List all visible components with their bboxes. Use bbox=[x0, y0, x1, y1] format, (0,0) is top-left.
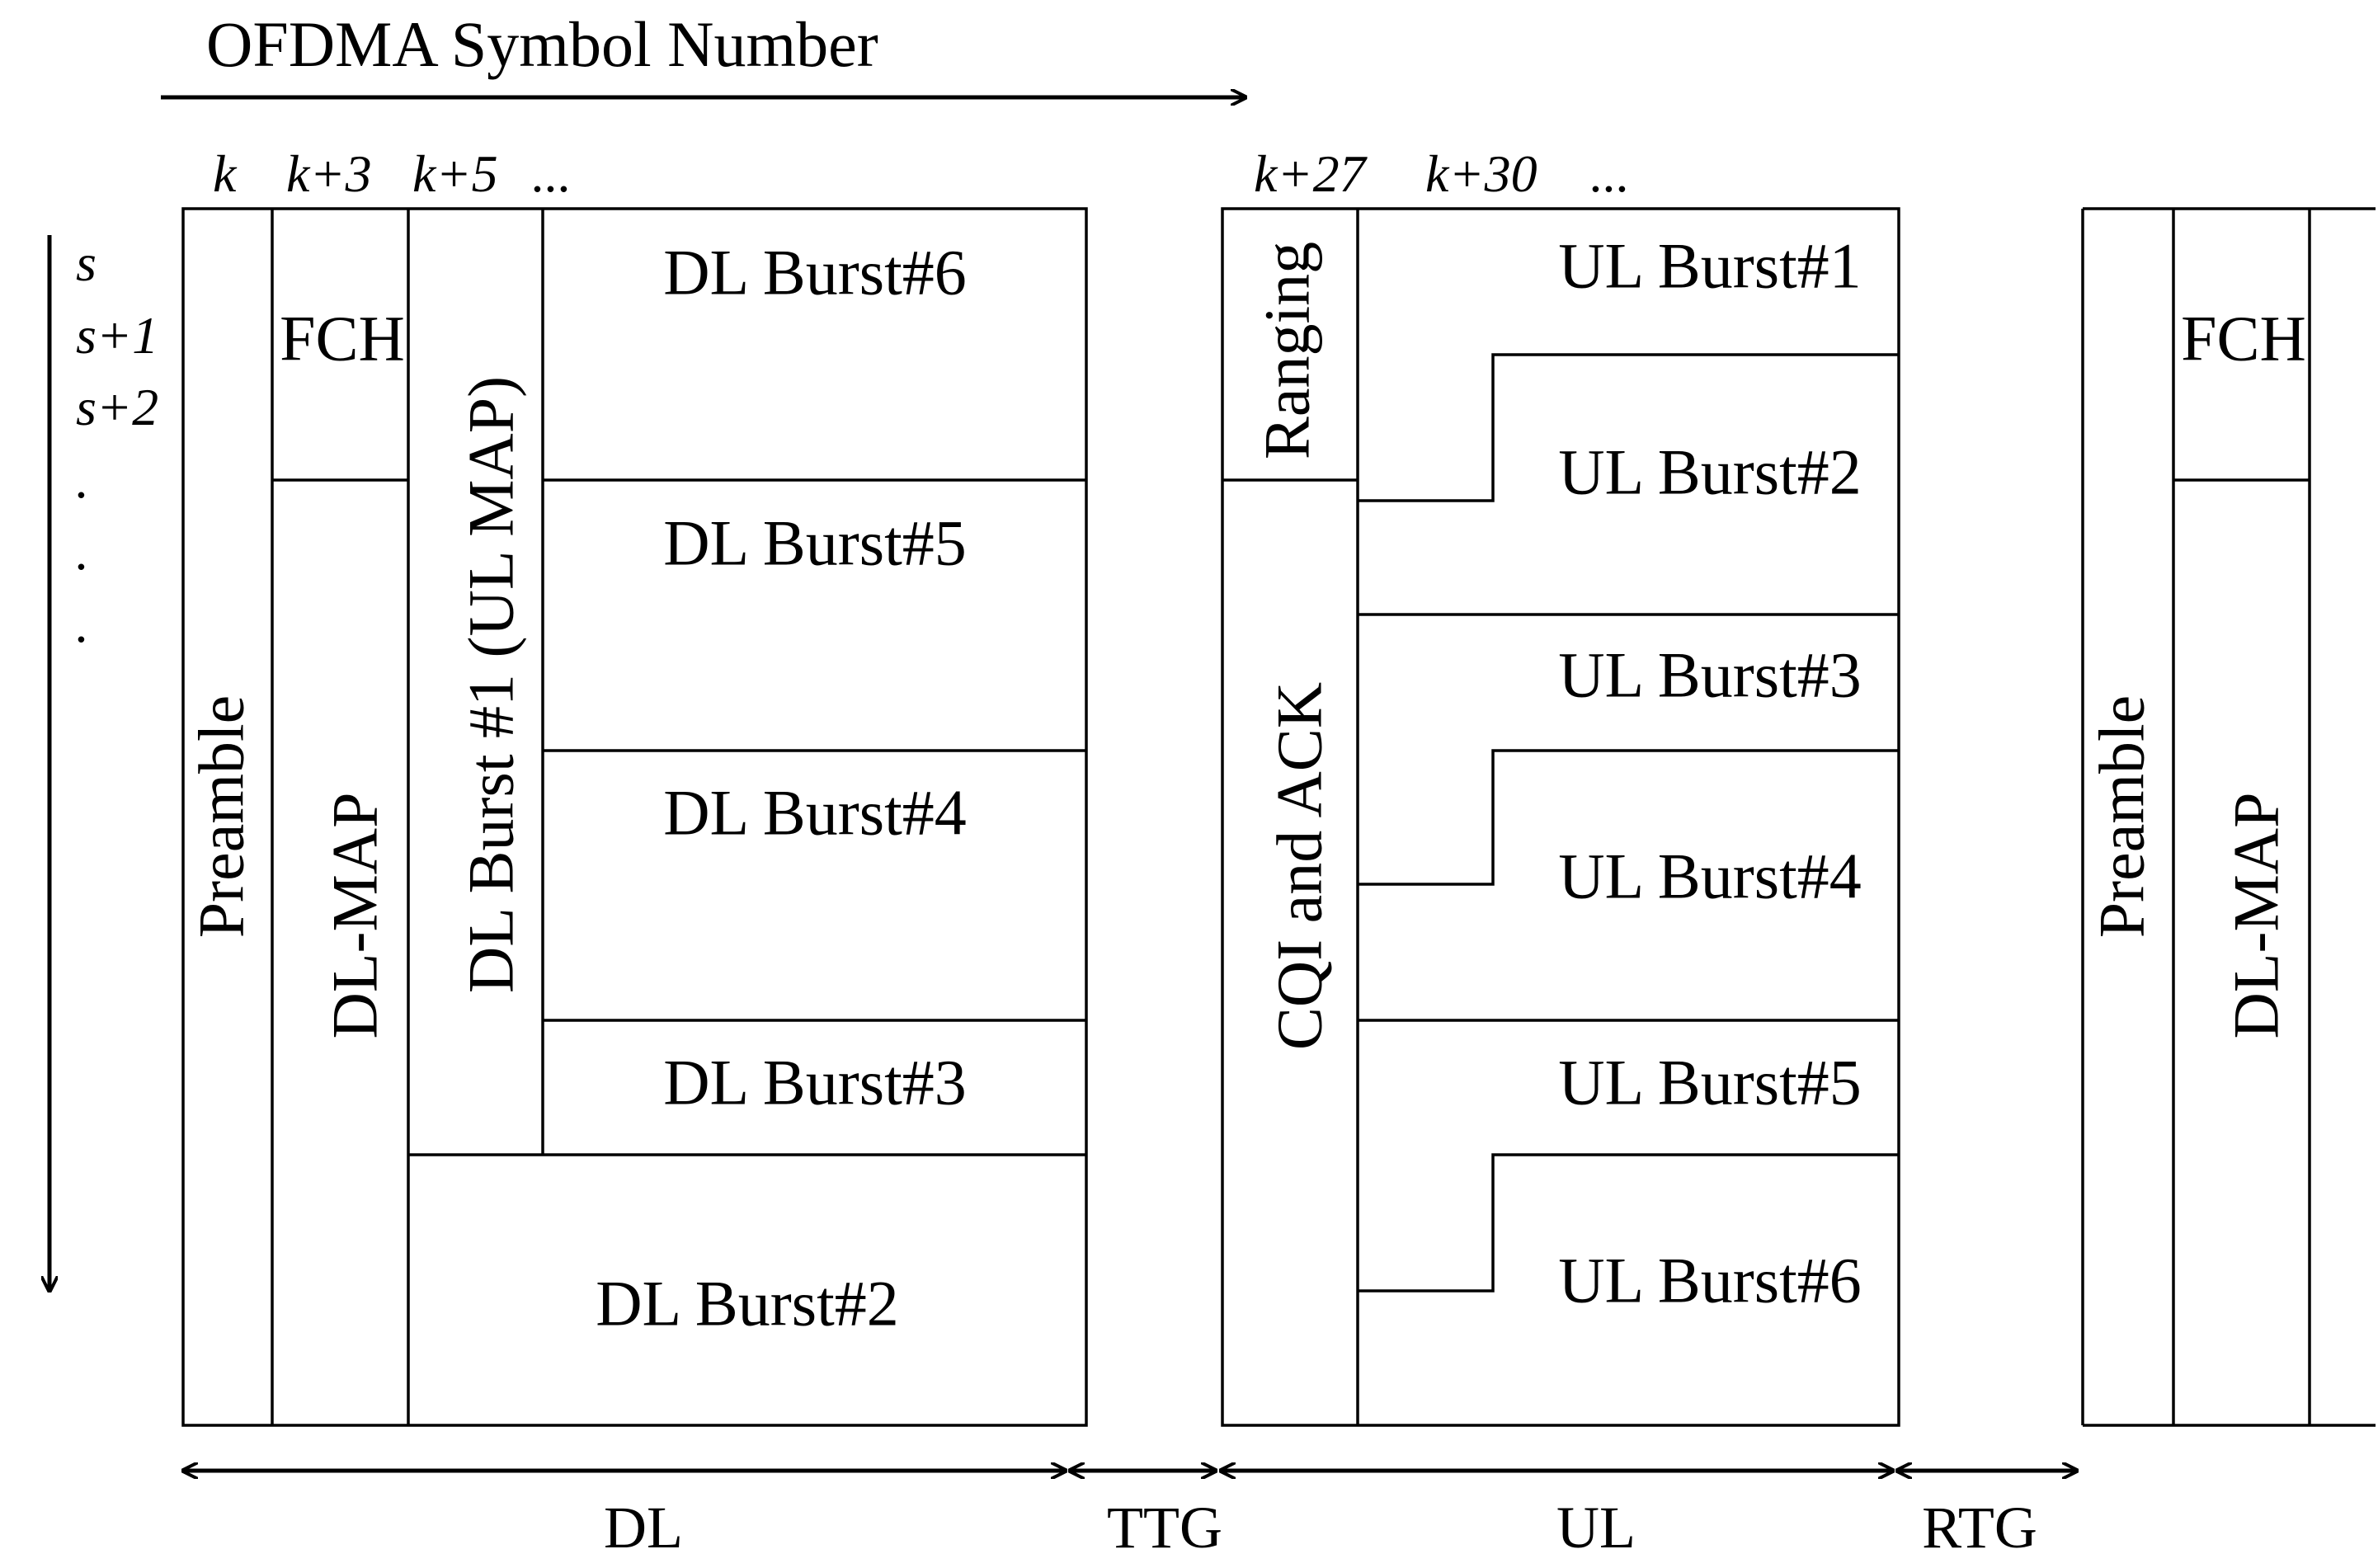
dl-burst-label: DL Burst#5 bbox=[663, 507, 967, 579]
divider bbox=[1358, 353, 1899, 502]
segment-label-dl: DL bbox=[604, 1495, 683, 1561]
dl-burst-label: DL Burst#4 bbox=[663, 777, 967, 849]
dl-frame-border bbox=[181, 207, 1088, 1427]
ul-burst-label: UL Burst#5 bbox=[1558, 1047, 1862, 1118]
next-fch-label: FCH bbox=[2181, 303, 2306, 374]
symbol-tick: ... bbox=[1590, 144, 1630, 203]
subchannel-tick: s+1 bbox=[76, 306, 158, 365]
dl-fch-label: FCH bbox=[280, 303, 405, 374]
ul-map-burst-label: DL Burst #1 (UL MAP) bbox=[455, 376, 527, 993]
segment-arrows: DL TTG UL RTG bbox=[183, 1471, 2077, 1561]
cqi-ack-label: CQI and ACK bbox=[1264, 682, 1335, 1050]
dl-map-label: DL-MAP bbox=[319, 792, 391, 1038]
divider bbox=[1358, 1153, 1899, 1293]
next-dl-map-label: DL-MAP bbox=[2220, 792, 2292, 1038]
axis-title: OFDMA Symbol Number bbox=[206, 8, 878, 80]
subchannel-tick: . bbox=[76, 522, 89, 581]
ul-frame-border bbox=[1221, 207, 1900, 1427]
segment-label-rtg: RTG bbox=[1922, 1495, 2037, 1561]
ul-burst-label: UL Burst#1 bbox=[1558, 230, 1862, 302]
divider bbox=[1358, 749, 1899, 886]
dl-burst-label: DL Burst#3 bbox=[663, 1047, 967, 1118]
ul-burst-label: UL Burst#4 bbox=[1558, 841, 1862, 912]
symbol-tick: k+3 bbox=[286, 144, 372, 203]
subchannel-tick: s+2 bbox=[76, 378, 158, 436]
dl-burst-label: DL Burst#6 bbox=[663, 237, 967, 308]
subchannel-tick: . bbox=[76, 450, 89, 509]
dl-burst-label: DL Burst#2 bbox=[596, 1268, 899, 1340]
ul-frame: Ranging CQI and ACK UL Burst#1 UL Burst#… bbox=[1221, 207, 1900, 1427]
subchannel-tick: . bbox=[76, 595, 89, 653]
symbol-tick: k+5 bbox=[412, 144, 498, 203]
segment-label-ul: UL bbox=[1556, 1495, 1636, 1561]
segment-label-ttg: TTG bbox=[1107, 1495, 1222, 1561]
ul-burst-label: UL Burst#6 bbox=[1558, 1245, 1862, 1316]
ul-burst-label: UL Burst#2 bbox=[1558, 436, 1862, 508]
ul-burst-label: UL Burst#3 bbox=[1558, 639, 1862, 711]
dl-frame: Preamble FCH DL-MAP DL Burst #1 (UL MAP)… bbox=[181, 207, 1088, 1427]
subchannel-tick: s bbox=[76, 233, 97, 292]
symbol-tick: ... bbox=[532, 144, 572, 203]
next-frame: Preamble FCH DL-MAP bbox=[2081, 207, 2376, 1427]
symbol-tick: k bbox=[213, 144, 238, 203]
symbol-tick: k+30 bbox=[1425, 144, 1537, 203]
symbol-tick: k+27 bbox=[1254, 144, 1368, 203]
ranging-label: Ranging bbox=[1251, 242, 1323, 459]
next-preamble-label: Preamble bbox=[2086, 695, 2158, 939]
dl-preamble-label: Preamble bbox=[186, 695, 257, 939]
